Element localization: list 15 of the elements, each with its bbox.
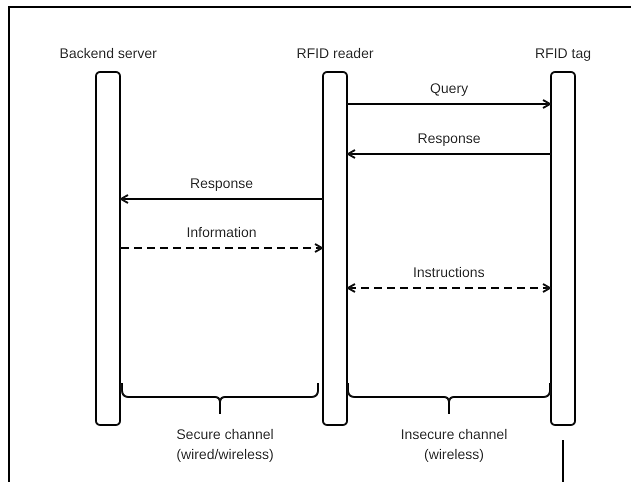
arrow <box>348 99 551 109</box>
lifeline-label: RFID reader <box>296 45 374 61</box>
arrow <box>121 243 323 253</box>
edge-label: Information <box>184 224 259 240</box>
channel-label: Insecure channel (wireless) <box>400 425 508 464</box>
arrow <box>120 194 322 204</box>
arrow <box>347 283 551 293</box>
channel-label: Secure channel (wired/wireless) <box>175 425 275 464</box>
edge-label: Instructions <box>411 264 487 280</box>
lifeline-label: RFID tag <box>535 45 592 61</box>
edge-label: Response <box>416 130 483 146</box>
edge-label: Query <box>428 80 470 96</box>
edge-label: Response <box>188 175 256 191</box>
lifeline-label: Backend server <box>60 45 157 61</box>
arrow <box>347 149 550 159</box>
